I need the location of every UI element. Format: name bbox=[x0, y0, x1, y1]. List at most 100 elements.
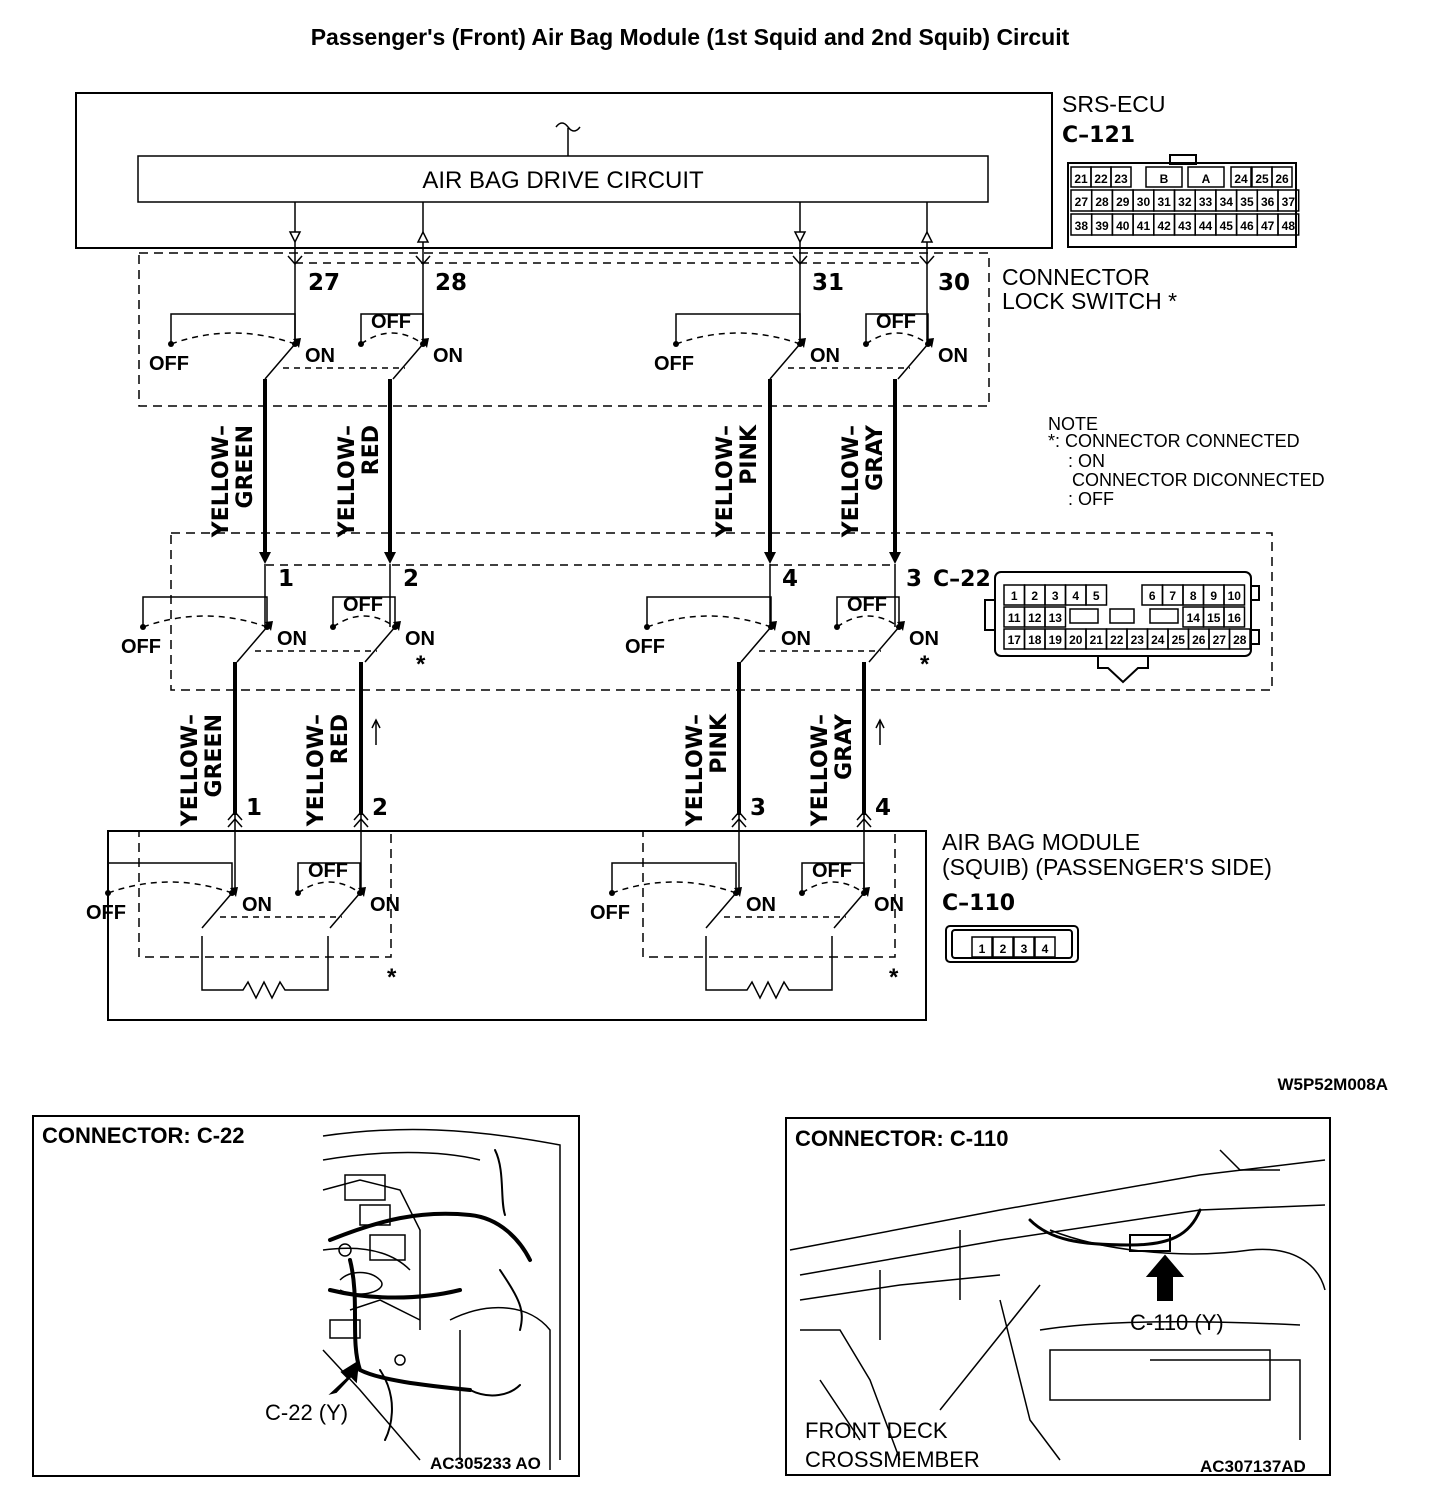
current-direction-arrow bbox=[875, 718, 885, 729]
module-pin-4: 4 bbox=[875, 795, 891, 821]
c110-arrow bbox=[1145, 1254, 1185, 1301]
wire-color-line1: YELLOW– bbox=[713, 425, 738, 538]
switch-on-label: ON bbox=[405, 628, 435, 650]
c22-cavity bbox=[1223, 584, 1246, 606]
c121-cavity-number: 34 bbox=[1220, 195, 1234, 209]
c22-cavity-number: 10 bbox=[1228, 589, 1242, 603]
asterisk-mark-4: * bbox=[889, 964, 899, 991]
c121-cavity-number: 44 bbox=[1199, 219, 1213, 233]
wire-label-upper-3: YELLOW–PINK bbox=[713, 424, 762, 538]
c110-cavity bbox=[971, 936, 993, 958]
c22-cavity-number: 18 bbox=[1028, 633, 1042, 647]
wire-arrowhead bbox=[764, 552, 776, 564]
c22-cavity bbox=[1085, 584, 1108, 606]
c121-cavity-number: 36 bbox=[1261, 195, 1275, 209]
wire-color-line1: YELLOW– bbox=[304, 714, 329, 827]
contact-dot bbox=[358, 341, 364, 347]
panel-c22-code: AC305233 AO bbox=[430, 1454, 541, 1473]
c22-cavity-number: 20 bbox=[1069, 633, 1083, 647]
switch-blade-arrow bbox=[926, 338, 934, 348]
c110-cavity-number: 1 bbox=[979, 942, 986, 956]
wire-color-line2: GREEN bbox=[202, 714, 227, 797]
panel-c22-frame bbox=[32, 1115, 580, 1477]
c22-cavity-number: 25 bbox=[1172, 633, 1186, 647]
contact-dot bbox=[330, 624, 336, 630]
harness-illustration bbox=[328, 1211, 532, 1392]
c121-cavity-number: 41 bbox=[1137, 219, 1151, 233]
c121-label: C–121 bbox=[1062, 123, 1135, 148]
c22-pin-2: 2 bbox=[403, 566, 419, 592]
crossmember-leader-line bbox=[939, 1284, 1041, 1411]
switch-blade-arrow bbox=[230, 887, 238, 897]
wire-label-upper-2: YELLOW–RED bbox=[335, 425, 384, 538]
c22-cavity-number: 22 bbox=[1110, 633, 1124, 647]
c22-cavity-number: 21 bbox=[1090, 633, 1104, 647]
c121-cavity bbox=[1230, 166, 1252, 188]
c22-cavity-number: 8 bbox=[1190, 589, 1197, 603]
c121-cavity bbox=[1271, 166, 1293, 188]
contact-dot bbox=[140, 624, 146, 630]
squib-resistor-1 bbox=[201, 936, 329, 1000]
ecu-pin-3: 31 bbox=[812, 270, 844, 296]
srs-ecu-box bbox=[75, 92, 1053, 249]
c22-cavity-number: 23 bbox=[1131, 633, 1145, 647]
panel-c110-callout: C-110 (Y) bbox=[1130, 1310, 1224, 1335]
c110-cavity bbox=[1013, 936, 1035, 958]
c121-cavity-number: 28 bbox=[1095, 195, 1109, 209]
switch-off-label: OFF bbox=[625, 636, 665, 658]
switch-on-label: ON bbox=[781, 628, 811, 650]
c121-cavity bbox=[1110, 166, 1132, 188]
panel-c22-callout: C-22 (Y) bbox=[265, 1400, 348, 1425]
c22-pin-1: 1 bbox=[278, 566, 294, 592]
diagram-title: Passenger's (Front) Air Bag Module (1st … bbox=[311, 24, 1070, 50]
drive-outputs bbox=[288, 202, 934, 244]
air-bag-drive-circuit-box bbox=[137, 155, 989, 203]
contact-dot bbox=[863, 341, 869, 347]
c22-blank-cavity bbox=[1149, 608, 1179, 624]
connector-lock-switch-box bbox=[138, 252, 990, 407]
wire-color-line2: GRAY bbox=[832, 713, 857, 780]
c121-cavity-number: 46 bbox=[1240, 219, 1254, 233]
c121-cavity-number: B bbox=[1160, 172, 1169, 186]
c121-cavity-number: 45 bbox=[1220, 219, 1234, 233]
switch-blade-arrow bbox=[358, 887, 366, 897]
wire-label-upper-1: YELLOW–GREEN bbox=[209, 425, 258, 538]
c22-cavity-number: 1 bbox=[1011, 589, 1018, 603]
switch-on-label: ON bbox=[874, 894, 904, 916]
c121-cavity bbox=[1277, 189, 1300, 212]
note-block: NOTE *: CONNECTOR CONNECTED : ON CONNECT… bbox=[1048, 414, 1325, 509]
c110-cavity bbox=[1034, 936, 1056, 958]
wire-arrowhead bbox=[384, 552, 396, 564]
air-bag-module-box bbox=[107, 830, 927, 1021]
current-direction-arrow bbox=[371, 718, 381, 729]
switch-on-label: ON bbox=[746, 894, 776, 916]
c22-cavity-number: 24 bbox=[1151, 633, 1165, 647]
ecu-pin-4: 30 bbox=[938, 270, 970, 296]
wire-label-lower-1: YELLOW–GREEN bbox=[178, 714, 227, 827]
c110-cavity-number: 3 bbox=[1021, 942, 1028, 956]
c110-label: C–110 bbox=[942, 891, 1015, 916]
wire-color-line2: RED bbox=[359, 425, 384, 475]
c22-junction-box bbox=[170, 532, 1273, 691]
c121-cavity-number: 43 bbox=[1178, 219, 1192, 233]
switch-on-label: ON bbox=[305, 345, 335, 367]
note-line3: CONNECTOR DICONNECTED bbox=[1072, 470, 1325, 490]
panel-c110-frame bbox=[785, 1117, 1331, 1476]
module-pin-2: 2 bbox=[372, 795, 388, 821]
crossmember-illustration bbox=[789, 1149, 1326, 1461]
switch-off-label: OFF bbox=[876, 311, 916, 333]
c121-cavity-number: 22 bbox=[1094, 172, 1108, 186]
wire-color-line1: YELLOW– bbox=[808, 714, 833, 827]
panel-c22-title: CONNECTOR: C-22 bbox=[42, 1123, 245, 1148]
wire-color-line2: GRAY bbox=[863, 424, 888, 491]
contact-dot bbox=[105, 890, 111, 896]
c22-cavity-number: 28 bbox=[1233, 633, 1247, 647]
